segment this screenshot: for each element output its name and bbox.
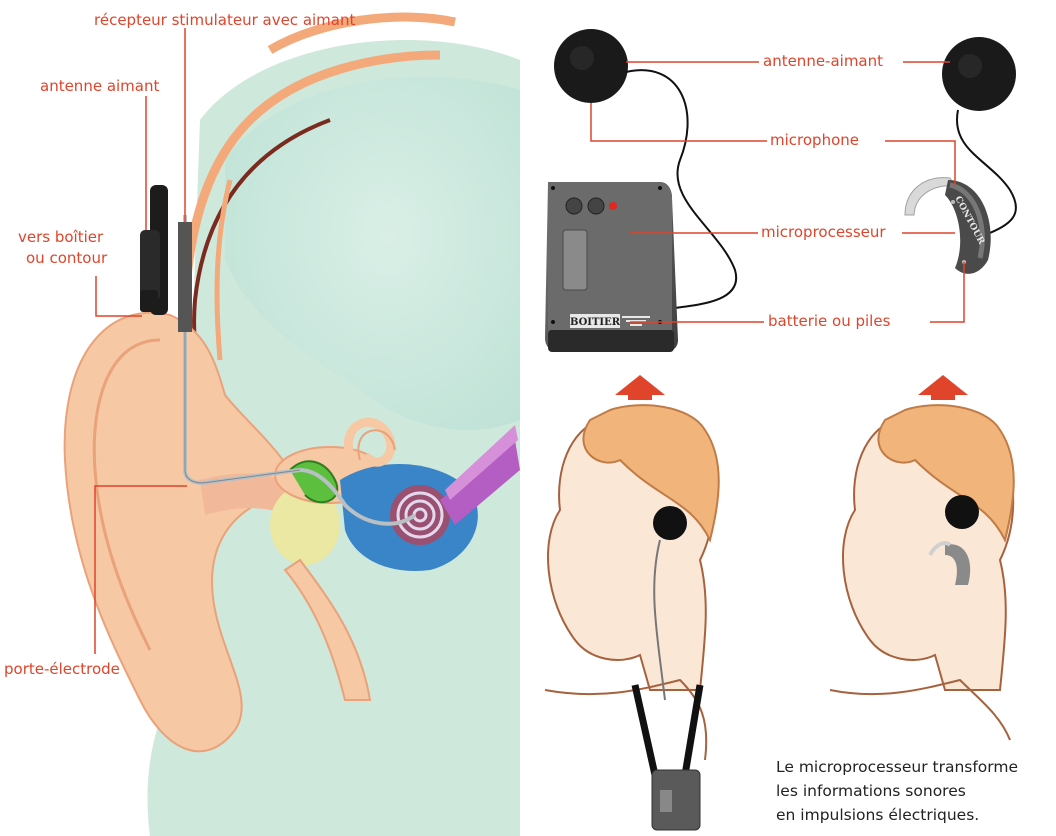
boitier-text: BOITIER [570, 317, 621, 328]
boitier-device: BOITIER [545, 29, 736, 352]
label-vers-boitier: vers boîtier [18, 228, 103, 247]
label-microprocesseur: microprocesseur [761, 223, 886, 242]
label-recepteur-stimulateur: récepteur stimulateur avec aimant [94, 11, 355, 30]
label-batterie: batterie ou piles [768, 312, 890, 331]
person-with-contour [830, 405, 1014, 740]
caption: Le microprocesseur transforme les inform… [776, 755, 1018, 827]
label-antenne-aimant-left: antenne aimant [40, 77, 159, 96]
up-arrow-icon [615, 375, 665, 400]
caption-line-3: en impulsions électriques. [776, 803, 1018, 827]
caption-line-1: Le microprocesseur transforme [776, 755, 1018, 779]
contour-device: CONTOUR [905, 37, 1016, 274]
label-antenne-aimant-right: antenne-aimant [763, 52, 883, 71]
label-porte-electrode: porte-électrode [4, 660, 120, 679]
ear-cross-section [65, 17, 520, 836]
up-arrow-icon [918, 375, 968, 400]
label-microphone: microphone [770, 131, 859, 150]
label-ou-contour: ou contour [26, 249, 107, 268]
person-with-boitier [545, 405, 719, 830]
caption-line-2: les informations sonores [776, 779, 1018, 803]
